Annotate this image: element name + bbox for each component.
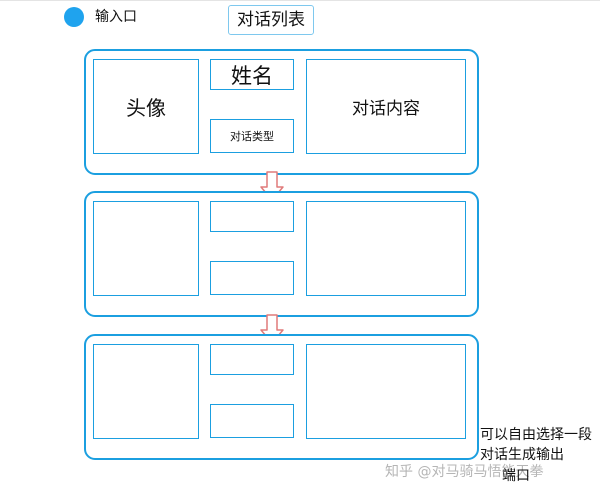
input-port-legend-icon [64,7,84,27]
dialog-content-slot [306,344,466,439]
name-slot [210,201,294,232]
watermark: 知乎 @对马骑马悟能天拳 [385,464,544,480]
dialog-card-2 [84,191,479,317]
annotation-note-end: 端口 [502,468,530,484]
dialog-card-3 [84,334,479,460]
dialog-card-1: 头像 姓名 对话类型 对话内容 [84,49,479,175]
avatar-slot [93,344,199,439]
dialog-content-slot [306,201,466,296]
legend-label: 输入口 [95,9,137,25]
diagram-title: 对话列表 [228,5,314,35]
name-slot [210,344,294,375]
dialog-type-slot: 对话类型 [210,119,294,153]
dialog-type-slot [210,404,294,438]
name-slot: 姓名 [210,59,294,90]
top-divider [0,0,600,1]
annotation-note: 可以自由选择一段对话生成输出 [480,427,592,463]
dialog-type-slot [210,261,294,295]
avatar-slot: 头像 [93,59,199,154]
dialog-content-slot: 对话内容 [306,59,466,154]
avatar-slot [93,201,199,296]
